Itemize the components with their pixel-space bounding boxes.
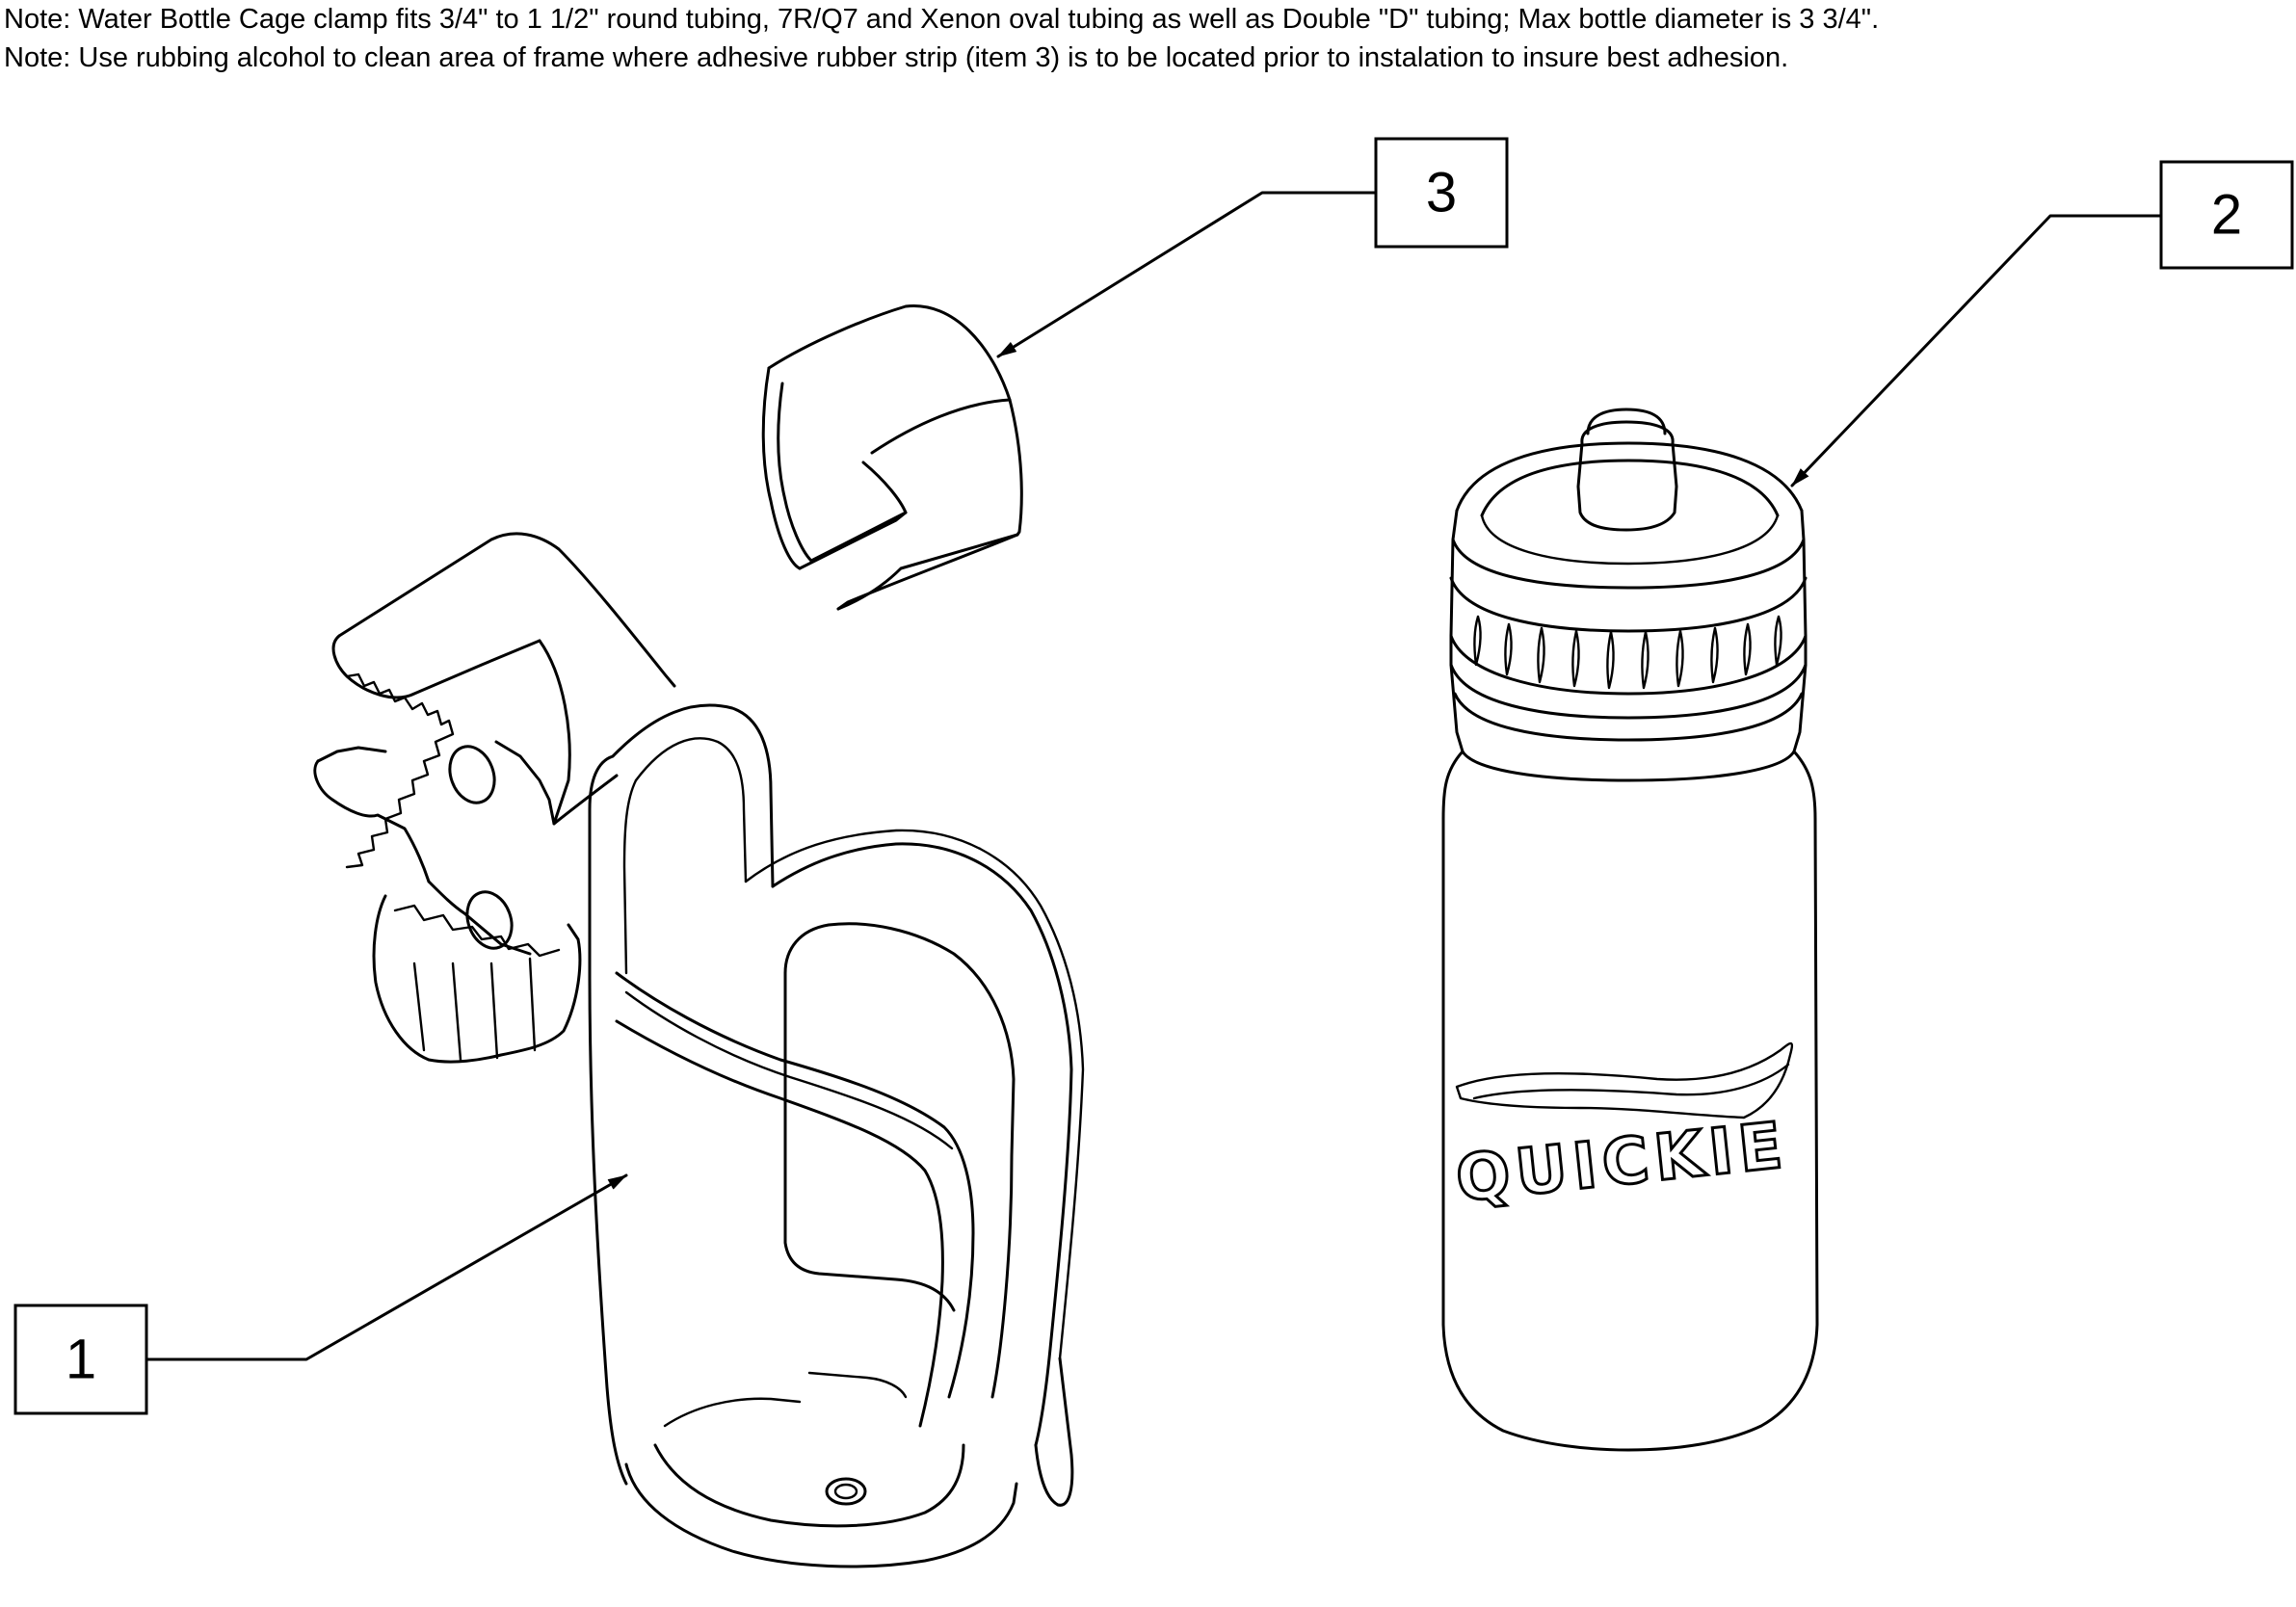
notes-block: Note: Water Bottle Cage clamp fits 3/4" … xyxy=(4,0,1879,77)
callout-1-box xyxy=(13,1304,148,1415)
cap-grip-ribs xyxy=(1473,615,1782,690)
water-bottle-part: QUICKIE xyxy=(1441,408,1819,1452)
bottle-cage-part xyxy=(313,532,1085,1568)
rubber-strip-part xyxy=(761,304,1023,611)
callout-2: 2 xyxy=(1790,160,2294,487)
callout-1-number: 1 xyxy=(66,1329,96,1391)
note-cage-fit: Note: Water Bottle Cage clamp fits 3/4" … xyxy=(4,4,1880,35)
note-adhesive-strip: Note: Use rubbing alcohol to clean area … xyxy=(4,42,1789,73)
callout-2-box xyxy=(2159,160,2294,270)
callout-3: 3 xyxy=(996,137,1509,358)
callout-3-box xyxy=(1374,137,1509,249)
bottle-logo-text: QUICKIE xyxy=(1453,1108,1792,1217)
callout-2-number: 2 xyxy=(2211,184,2242,247)
callout-3-number: 3 xyxy=(1426,162,1457,224)
callout-1: 1 xyxy=(13,1173,628,1415)
